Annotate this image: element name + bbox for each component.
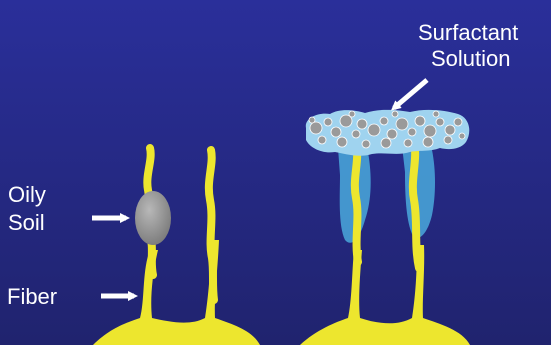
surfactant-droplet	[310, 122, 322, 134]
surfactant-droplet	[423, 137, 433, 147]
surfactant-droplet	[324, 118, 332, 126]
surfactant-droplet	[396, 118, 408, 130]
surfactant-droplet	[368, 124, 380, 136]
surfactant-droplet	[331, 127, 341, 137]
surfactant-droplet	[352, 130, 360, 138]
label-surfactant: Surfactant	[418, 20, 518, 45]
surfactant-droplet	[459, 133, 465, 139]
surfactant-droplet	[404, 139, 412, 147]
surfactant-droplet	[392, 111, 398, 117]
fiber-strand-right-2	[413, 142, 419, 268]
oily-soil-droplet	[135, 191, 171, 245]
surfactant-droplet	[318, 136, 326, 144]
surfactant-droplet	[309, 117, 315, 123]
fiber-strand-left-2	[209, 150, 214, 300]
surfactant-droplet	[433, 111, 439, 117]
surfactant-droplet	[362, 140, 370, 148]
surfactant-droplet	[337, 137, 347, 147]
surfactant-droplet	[415, 116, 425, 126]
surfactant-droplet	[408, 128, 416, 136]
surfactant-droplet	[387, 129, 397, 139]
surfactant-droplet	[444, 136, 452, 144]
surfactant-droplet	[436, 118, 444, 126]
label-soil: Soil	[8, 210, 45, 235]
fiber-strand-right-1	[355, 145, 358, 262]
surfactant-droplet	[454, 118, 462, 126]
surfactant-droplet	[424, 125, 436, 137]
label-oily: Oily	[8, 182, 46, 207]
surfactant-droplet	[349, 111, 355, 117]
surfactant-droplet	[357, 119, 367, 129]
label-fiber: Fiber	[7, 284, 57, 309]
surfactant-droplet	[445, 125, 455, 135]
surfactant-droplet	[380, 117, 388, 125]
surfactant-droplet	[381, 138, 391, 148]
label-solution: Solution	[431, 46, 511, 71]
surfactant-solution	[306, 110, 469, 156]
